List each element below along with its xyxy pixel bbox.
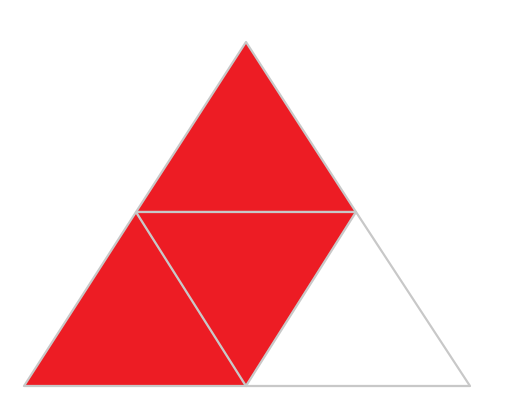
triangle-part-bottom-right bbox=[244, 210, 472, 388]
triangle-part-top bbox=[134, 40, 358, 214]
